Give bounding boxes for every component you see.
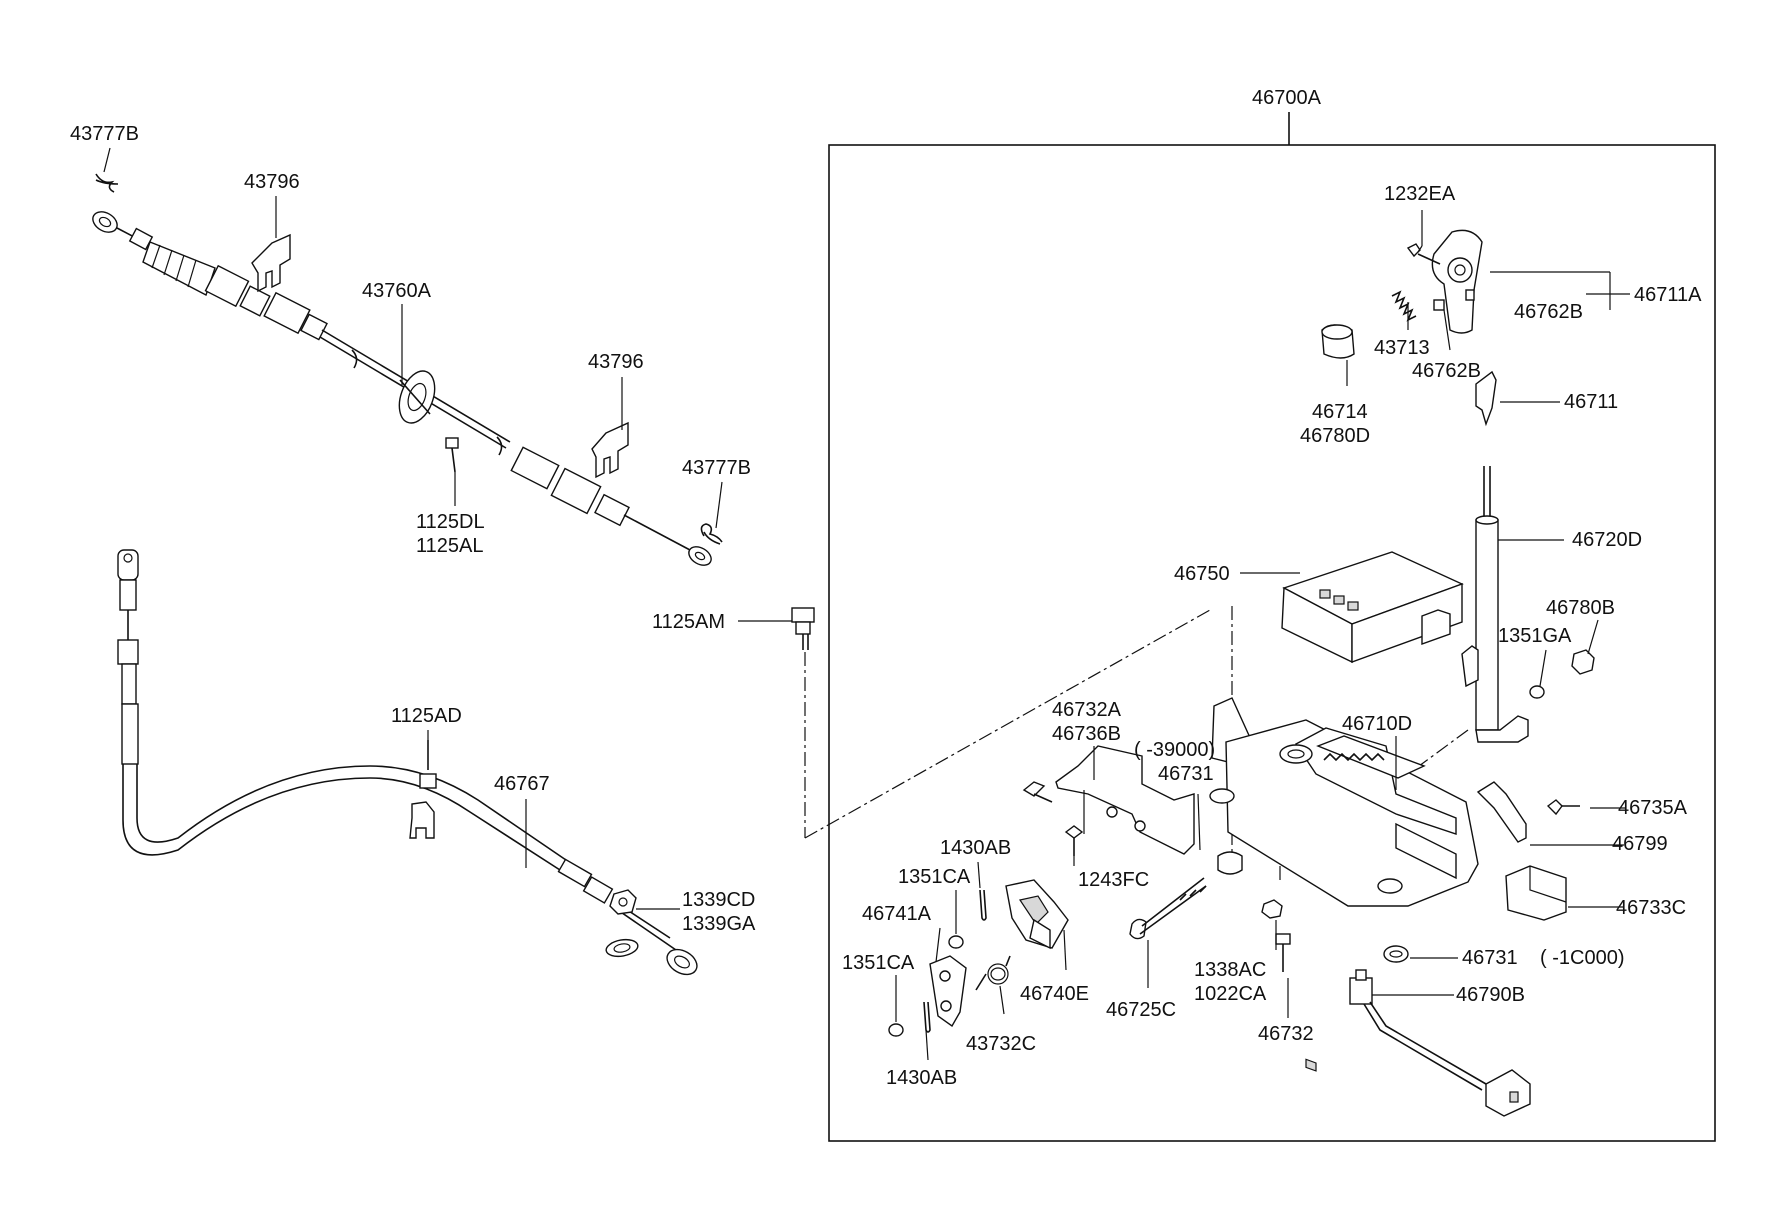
lever-46711: [1475, 370, 1497, 427]
washer-1351CA-lower: [888, 1023, 904, 1037]
label-46790B: 46790B: [1456, 984, 1525, 1006]
label-1351CA-lower: 1351CA: [842, 952, 915, 974]
nut-1339CD: [609, 889, 637, 915]
label-1430AB-upper: 1430AB: [940, 837, 1011, 859]
part-labels: 46700A 43777B 43796 43760A 43796 43777B …: [70, 87, 1702, 1089]
indicator-46750: [1281, 551, 1464, 1072]
label-46780B: 46780B: [1546, 597, 1615, 619]
label-46780D: 46780D: [1300, 425, 1370, 447]
pin-1430AB-upper: [979, 889, 987, 921]
spring-43732C: [975, 955, 1011, 991]
screw-1243FC: [1064, 825, 1084, 856]
label-1430AB-lower: 1430AB: [886, 1067, 957, 1089]
solenoid-bracket-46732A: [1022, 745, 1195, 855]
label-1125AM: 1125AM: [652, 611, 725, 633]
assembly-frame-46700A: [828, 112, 1716, 1142]
washer-1351GA: [1529, 685, 1545, 699]
label-1125DL: 1125DL: [416, 511, 485, 533]
label-46711A: 46711A: [1634, 284, 1702, 306]
spring-43713: [1391, 290, 1417, 322]
label-43760A: 43760A: [362, 280, 432, 302]
label-46731-upper: 46731: [1158, 763, 1214, 785]
washer-1351CA-upper: [948, 935, 964, 949]
label-46762B-b: 46762B: [1412, 360, 1481, 382]
shift-base-46710D: [1209, 697, 1479, 907]
label-1125AD: 1125AD: [391, 705, 462, 727]
nut-1338AC: [1261, 899, 1283, 919]
label-46740E: 46740E: [1020, 983, 1089, 1005]
bolt-1125AD: [419, 740, 437, 789]
cam-46740E: [1005, 879, 1069, 950]
button-46714: [1321, 324, 1355, 359]
knob-46711A: [1431, 229, 1483, 334]
label-46711: 46711: [1564, 391, 1618, 413]
bracket-43796-top: [251, 233, 291, 293]
label-43796-top: 43796: [244, 171, 300, 193]
label-46767: 46767: [494, 773, 550, 795]
bushing-46731-lower: [1383, 945, 1409, 963]
label-1351GA: 1351GA: [1498, 625, 1572, 647]
label-1351CA-upper: 1351CA: [898, 866, 971, 888]
clip-43777B-top: [95, 173, 119, 193]
screw-46735A: [1546, 799, 1580, 816]
label-1339CD: 1339CD: [682, 889, 755, 911]
label-46710D: 46710D: [1342, 713, 1412, 735]
pin-46762B: [1433, 299, 1445, 311]
select-cable-46767: [117, 549, 698, 976]
label-46733C: 46733C: [1616, 897, 1686, 919]
label-46725C: 46725C: [1106, 999, 1176, 1021]
label-1C000: ( -1C000): [1540, 947, 1624, 969]
label-1339GA: 1339GA: [682, 913, 756, 935]
label-46732A: 46732A: [1052, 699, 1122, 721]
bolt-46732: [1275, 933, 1291, 972]
label-46720D: 46720D: [1572, 529, 1642, 551]
screw-1232EA: [1406, 243, 1441, 265]
label-46762B-a: 46762B: [1514, 301, 1583, 323]
label-46732: 46732: [1258, 1023, 1314, 1045]
label-46714: 46714: [1312, 401, 1368, 423]
shift-cable-43760A: [92, 211, 712, 566]
pin-1430AB-lower: [923, 1001, 931, 1033]
label-46731-lower: 46731: [1462, 947, 1518, 969]
label-1232EA: 1232EA: [1384, 183, 1456, 205]
label-43777B-top: 43777B: [70, 123, 139, 145]
plate-46741A: [929, 955, 967, 1028]
label-46735A: 46735A: [1618, 797, 1688, 819]
label-46799: 46799: [1612, 833, 1668, 855]
nut-46780B: [1571, 649, 1595, 675]
label-43713: 43713: [1374, 337, 1430, 359]
label-43732C: 43732C: [966, 1033, 1036, 1055]
dash-line-to-base: [804, 609, 1211, 839]
label-43796-mid: 43796: [588, 351, 644, 373]
bushing-46731-upper: [1217, 851, 1243, 875]
label-43777B-right: 43777B: [682, 457, 751, 479]
pivot-bolt-46725C: [1129, 877, 1207, 940]
shift-rod-46720D: [1461, 466, 1529, 743]
clip-43777B-right: [700, 523, 723, 545]
label-1022CA: 1022CA: [1194, 983, 1267, 1005]
label-46750: 46750: [1174, 563, 1230, 585]
bolt-1125DL: [445, 437, 459, 473]
label-1338AC: 1338AC: [1194, 959, 1266, 981]
bolt-1125AM: [791, 607, 815, 650]
leader-lines: [103, 147, 1630, 1061]
label-46700A: 46700A: [1252, 87, 1322, 109]
detent-spring-46799: [1476, 781, 1527, 843]
label-1243FC: 1243FC: [1078, 869, 1149, 891]
label-46741A: 46741A: [862, 903, 932, 925]
label-46736B: 46736B: [1052, 723, 1121, 745]
label-1125AL: 1125AL: [416, 535, 483, 557]
bracket-43796-mid: [591, 421, 629, 479]
label-39000: ( -39000): [1134, 739, 1215, 761]
cover-46733C: [1505, 865, 1567, 921]
wire-harness-46790B: [1349, 969, 1531, 1117]
